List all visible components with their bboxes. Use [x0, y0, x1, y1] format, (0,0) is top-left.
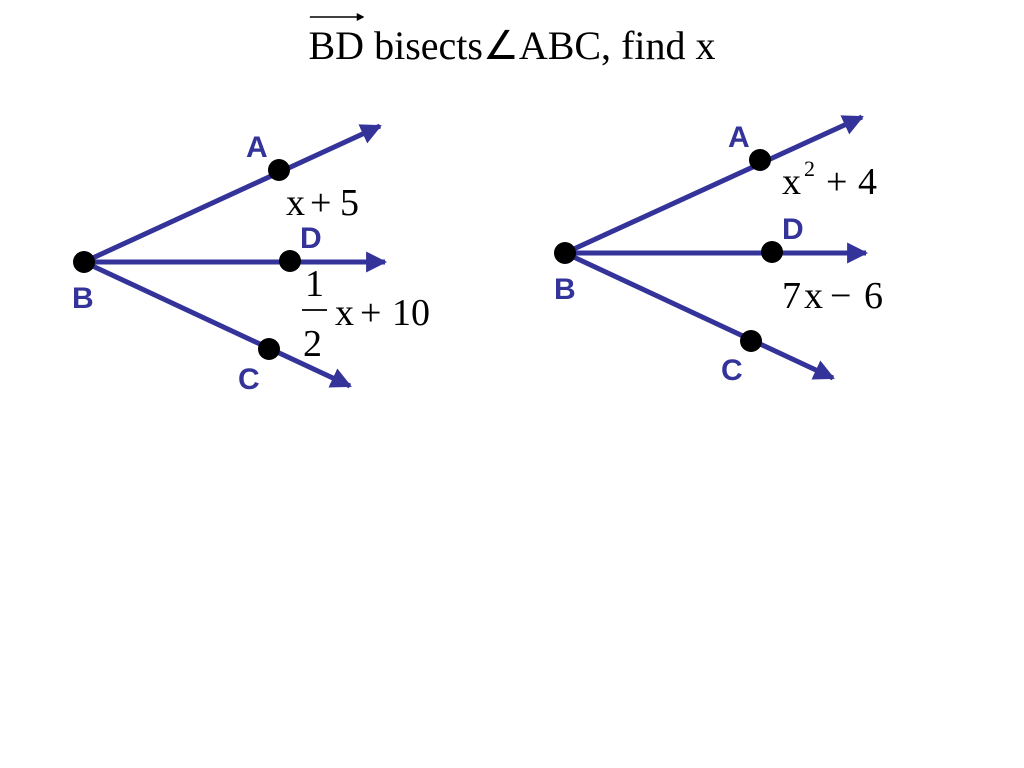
left-label-c: C: [238, 363, 260, 396]
left-point-b: [73, 251, 95, 273]
left-dbc-const: 10: [392, 292, 430, 334]
left-abd-op: +: [310, 182, 331, 224]
page-title: BD bisects∠ABC, find x: [0, 13, 1024, 70]
left-ray-ba: [82, 123, 382, 265]
left-dbc-numerator: 1: [305, 263, 324, 305]
right-abd-const: 4: [858, 161, 877, 203]
right-label-d: D: [782, 213, 804, 246]
title-text: bisects: [374, 23, 483, 68]
left-abd-const: 5: [340, 182, 359, 224]
right-label-a: A: [728, 121, 750, 154]
left-dbc-denominator: 2: [303, 323, 322, 365]
right-abd-var: x: [782, 161, 801, 203]
left-abd-var: x: [286, 182, 305, 224]
right-dbc-var: x: [804, 275, 823, 317]
right-ray-bc: [563, 250, 835, 381]
angle-symbol: ∠: [482, 23, 519, 68]
left-label-d: D: [300, 222, 322, 255]
right-figure: A B C D x 2 + 4 7 x − 6: [554, 114, 883, 387]
title-task: find x: [621, 23, 716, 68]
right-point-d: [761, 241, 783, 263]
right-angle-abd-expression: x 2 + 4: [782, 156, 877, 203]
left-angle-abd-expression: x + 5: [286, 182, 359, 224]
left-dbc-op: +: [360, 292, 381, 334]
right-point-a: [749, 149, 771, 171]
right-dbc-const: 6: [864, 275, 883, 317]
right-ray-ba: [563, 114, 864, 256]
ray-arrow-icon: [309, 13, 365, 21]
right-dbc-op: −: [830, 275, 851, 317]
right-dbc-coef: 7: [782, 275, 801, 317]
title-angle-name: ABC,: [518, 23, 612, 68]
right-abd-op: +: [826, 161, 847, 203]
left-dbc-var: x: [335, 292, 354, 334]
right-label-c: C: [721, 354, 743, 387]
right-point-b: [554, 242, 576, 264]
left-label-b: B: [72, 282, 94, 315]
right-point-c: [740, 330, 762, 352]
left-angle-dbc-expression: 1 2 x + 10: [302, 263, 430, 365]
right-label-b: B: [554, 273, 576, 306]
left-point-c: [258, 338, 280, 360]
title-ray: BD: [308, 23, 365, 68]
left-point-d: [279, 250, 301, 272]
left-figure: A B C D x + 5 1 2 x + 10: [72, 123, 430, 396]
left-point-a: [268, 159, 290, 181]
ray-bd-notation: BD: [308, 13, 365, 70]
left-label-a: A: [246, 131, 268, 164]
right-angle-dbc-expression: 7 x − 6: [782, 275, 883, 317]
left-ray-bc: [82, 259, 352, 389]
right-abd-exponent: 2: [804, 156, 815, 181]
